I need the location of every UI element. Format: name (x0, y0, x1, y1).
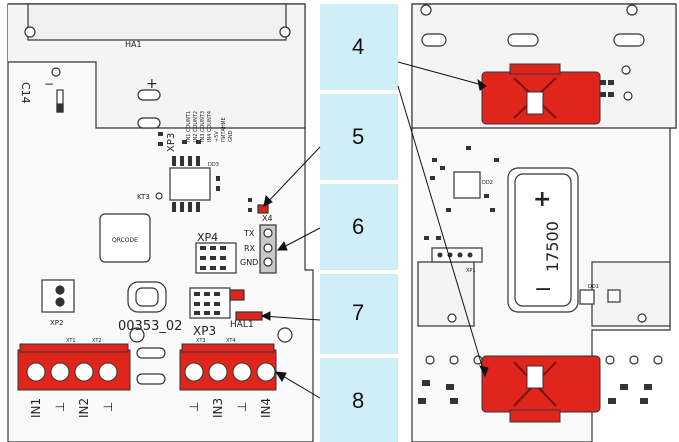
pointer-lines (260, 61, 489, 399)
left-board (7, 3, 314, 442)
pointer-5 (263, 146, 321, 207)
terminal-label: ⊥ (101, 402, 115, 412)
callout-box (320, 94, 398, 180)
callout-box (320, 4, 398, 90)
terminal-label: IN4 (259, 398, 273, 418)
terminal-label: IN3 (211, 398, 225, 418)
callout-8: 8 (352, 388, 364, 413)
connector-line: IN1 COUNT1 (186, 111, 192, 142)
label-hal1: HAL1 (230, 320, 254, 330)
label-dd1: DD1 (588, 284, 599, 290)
connector-line: +5V (214, 131, 220, 142)
connector-line: IN4 COUNT4 (207, 111, 213, 142)
battery-label: 17500 (543, 221, 562, 272)
callout-box (320, 358, 398, 442)
callout-7: 7 (352, 300, 364, 325)
terminal-label: ⊥ (235, 402, 249, 412)
label-dd3: DD3 (208, 162, 219, 168)
label-ha1: HA1 (125, 40, 142, 49)
pointer-4-bottom (397, 85, 486, 377)
terminal-label: ⊥ (53, 402, 67, 412)
terminal-block-left (17, 343, 131, 391)
callout-boxes: 4 5 6 7 8 (320, 4, 398, 442)
connector-lines: IN1 COUNT1 IN2 COUNT2 IN3 COUNT3 IN4 COU… (186, 111, 234, 142)
battery-clip-bottom (481, 355, 601, 423)
label-x4: X4 (262, 214, 273, 223)
connector-line: IN3 COUNT3 (200, 111, 206, 142)
label-kt3: KT3 (137, 193, 150, 201)
xt-labels: XT1 XT2 XT3 XT4 (66, 338, 236, 344)
pin-gnd: GND (240, 258, 258, 267)
label-qrcode: QRCODE (112, 237, 138, 244)
terminal-label: IN1 (29, 398, 43, 418)
label-plus: + (146, 76, 158, 92)
battery-minus: − (534, 277, 552, 302)
terminal-label: ⊥ (187, 402, 201, 412)
label-minus: − (44, 77, 54, 91)
pin-tx: TX (243, 229, 255, 238)
label-xp2: XP2 (50, 319, 63, 327)
connector-line: ПИТАНИЕ (221, 117, 227, 142)
xt-label: XT3 (196, 338, 206, 344)
connector-line: GND (228, 130, 234, 142)
xt-label: XT1 (66, 338, 76, 344)
callout-4: 4 (352, 34, 364, 59)
terminal-labels: IN1 ⊥ IN2 ⊥ ⊥ IN3 ⊥ IN4 (29, 398, 273, 418)
connector-line: IN2 COUNT2 (193, 111, 199, 142)
callout-5: 5 (352, 124, 364, 149)
label-xp3-top: XP3 (166, 133, 177, 152)
battery-clip-top (481, 63, 601, 125)
pointer-7 (261, 315, 321, 321)
xt-label: XT2 (92, 338, 102, 344)
xt-label: XT4 (226, 338, 236, 344)
callout-box (320, 184, 398, 270)
label-serial: 00353_02 (118, 319, 182, 334)
label-xp4: XP4 (197, 231, 218, 244)
label-dd2: DD2 (482, 180, 493, 186)
callout-6: 6 (352, 214, 364, 239)
label-c14: C14 (19, 82, 32, 104)
terminal-label: IN2 (77, 398, 91, 418)
label-xp3: XP3 (193, 324, 216, 338)
battery-plus: + (533, 187, 551, 212)
terminal-block-right (179, 343, 277, 391)
callout-box (320, 274, 398, 354)
pin-rx: RX (244, 244, 256, 253)
pointer-4-top (397, 61, 487, 87)
label-xp1: XP1 (466, 268, 476, 274)
